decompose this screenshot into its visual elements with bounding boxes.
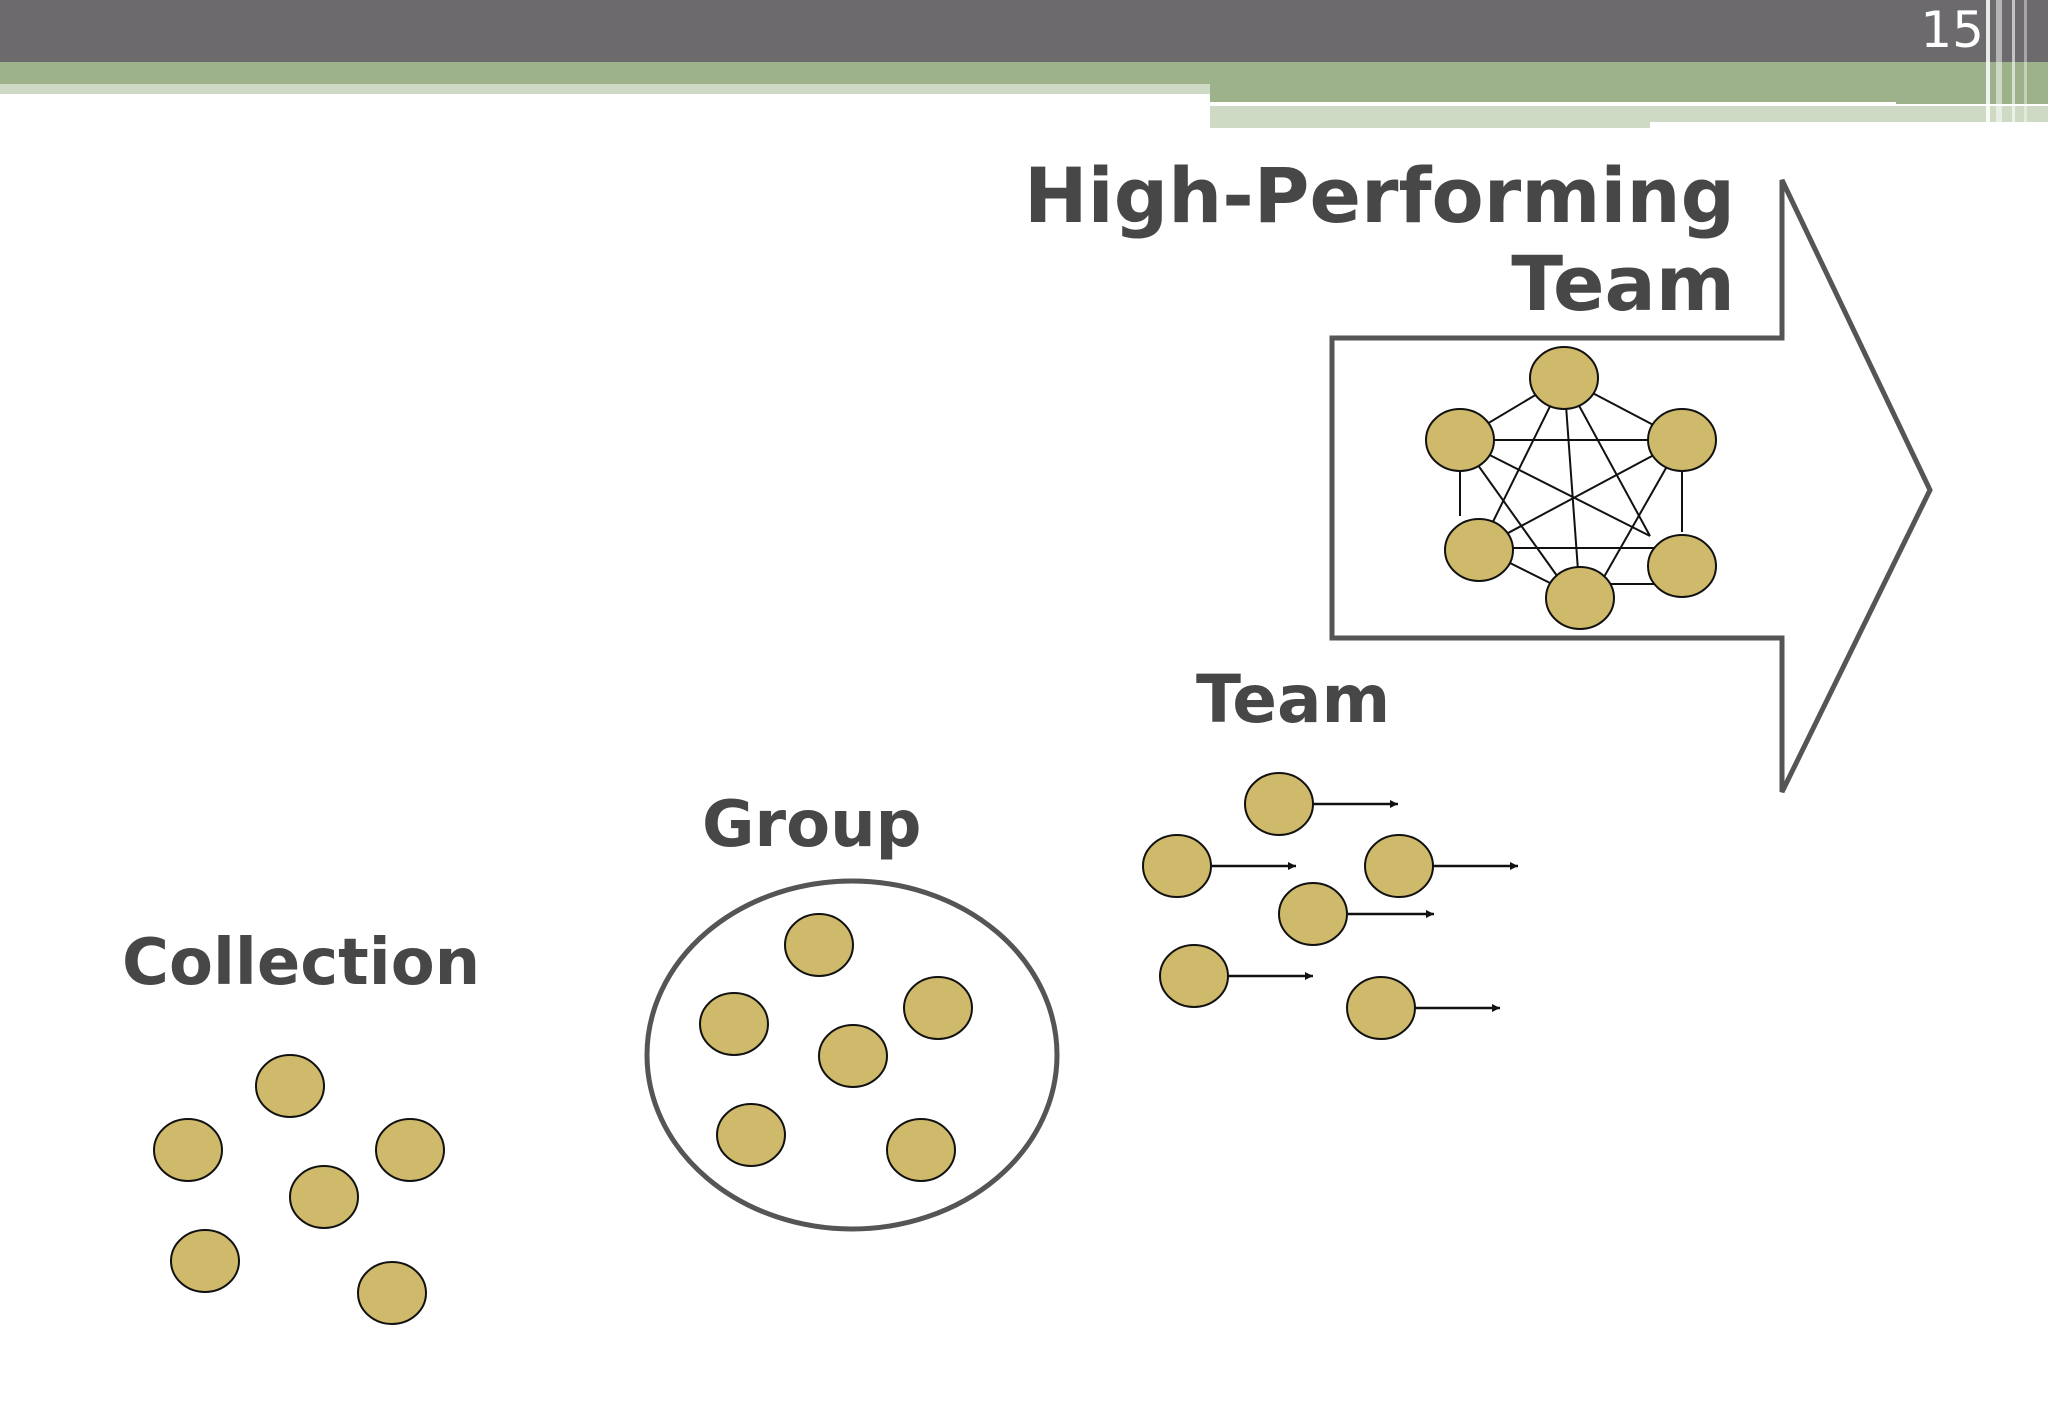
person-circle-high-performing — [1529, 346, 1599, 410]
header-vertical-stripe-4 — [2024, 0, 2027, 128]
person-circle-team — [1346, 976, 1416, 1040]
header-accent-right-white-line — [1210, 102, 1896, 106]
person-circle-group — [903, 976, 973, 1040]
person-circle-group — [716, 1103, 786, 1167]
header-bar — [0, 0, 2048, 62]
person-circle-high-performing — [1425, 408, 1495, 472]
header-accent-green — [0, 62, 2048, 84]
person-circle-group — [699, 992, 769, 1056]
person-circle-high-performing — [1647, 408, 1717, 472]
high-performing-team-label: High-Performing Team — [1024, 152, 1735, 328]
person-circle-collection — [357, 1261, 427, 1325]
header-vertical-stripe-3 — [2012, 0, 2015, 128]
person-circle-group — [886, 1118, 956, 1182]
collection-label: Collection — [122, 926, 481, 1000]
header-vertical-stripe-2 — [1996, 0, 2002, 128]
person-circle-team — [1278, 882, 1348, 946]
page-number: 15 — [1920, 1, 1984, 59]
person-circle-high-performing — [1545, 566, 1615, 630]
team-label: Team — [1196, 661, 1391, 738]
person-circle-team — [1142, 834, 1212, 898]
person-circle-high-performing — [1444, 518, 1514, 582]
header-accent-light — [0, 84, 1210, 94]
group-label: Group — [702, 788, 922, 862]
person-circle-team — [1364, 834, 1434, 898]
team-arrows — [1210, 800, 1518, 1012]
high-performing-label-line1: High-Performing — [1024, 151, 1735, 240]
person-circle-collection — [375, 1118, 445, 1182]
person-circle-collection — [255, 1054, 325, 1118]
header-vertical-stripe-1 — [1986, 0, 1990, 128]
person-circle-collection — [170, 1229, 240, 1293]
big-arrow-outline — [1329, 178, 1933, 794]
person-circle-team — [1159, 944, 1229, 1008]
header-accent-right-white-gap — [1650, 122, 2048, 128]
person-circle-high-performing — [1647, 534, 1717, 598]
header-accent-right-green — [1210, 84, 2048, 104]
high-performing-label-line2: Team — [1511, 239, 1735, 328]
group-enclosure — [644, 878, 1060, 1232]
person-circles — [153, 346, 1717, 1325]
person-circle-collection — [289, 1165, 359, 1229]
person-circle-team — [1244, 772, 1314, 836]
person-circle-collection — [153, 1118, 223, 1182]
person-circle-group — [784, 913, 854, 977]
person-circle-group — [818, 1024, 888, 1088]
